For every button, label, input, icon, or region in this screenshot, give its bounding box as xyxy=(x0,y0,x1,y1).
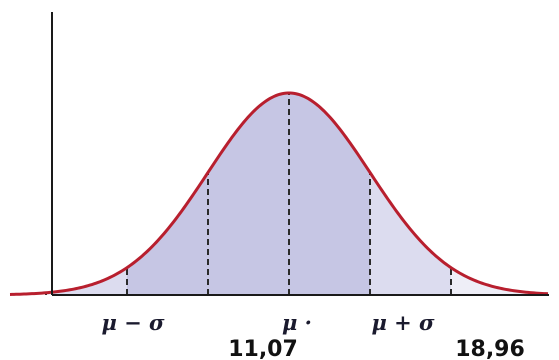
value-label-mean: 11,07 xyxy=(228,337,298,360)
tick-label-mu: μ · xyxy=(282,310,312,335)
band-5 xyxy=(451,267,549,295)
tick-label-mu-minus-sigma: μ − σ xyxy=(101,310,165,335)
shaded-bands xyxy=(46,93,549,295)
value-label-upper: 18,96 xyxy=(455,337,525,360)
bell-curve xyxy=(9,91,549,296)
dashed-guides xyxy=(45,93,452,295)
tick-label-mu-plus-sigma: μ + σ xyxy=(371,310,435,335)
band-1 xyxy=(52,267,127,295)
